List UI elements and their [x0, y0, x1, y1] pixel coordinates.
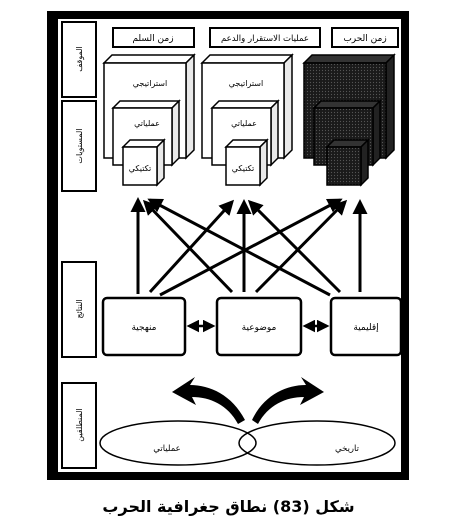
- figure-caption: شكل (83) نطاق جغرافية الحرب: [102, 497, 355, 516]
- row-label-column: [61, 21, 97, 469]
- outcome-label-thematic: موضوعية: [242, 323, 277, 333]
- peace-tactical-label: تكتيكي: [129, 164, 152, 173]
- peace-operational-label: عملياتي: [134, 119, 160, 128]
- dimension-label-historical: تاريخي: [335, 444, 360, 454]
- outcome-box-regional: [329, 296, 403, 357]
- row-label-dimensions: المنطلقين: [75, 408, 84, 441]
- stability-operational-label: عملياتي: [231, 119, 257, 128]
- dimension-ellipse-operational: [99, 420, 257, 466]
- context-label-peace: زمن السلم: [132, 34, 173, 44]
- outcome-label-regional: إقليمية: [353, 323, 378, 333]
- context-box-peace: [112, 27, 195, 48]
- dimension-label-operational: عملياتي: [153, 444, 180, 454]
- outcome-box-thematic: [215, 296, 303, 357]
- stability-strategic-label: استراتيجي: [229, 79, 263, 88]
- row-label-levels: المستويات: [75, 128, 84, 163]
- curved-arrows: [172, 377, 324, 424]
- stability-tactical-label: تكتيكي: [232, 164, 255, 173]
- nested-cubes-peace: [102, 53, 196, 187]
- row-label-outcomes: النتائج: [75, 299, 84, 318]
- arrows-outcomes-to-levels: [130, 197, 368, 297]
- context-box-stability: [209, 27, 321, 48]
- dimension-ellipse-historical: [238, 420, 396, 466]
- outcome-label-methodological: منهجية: [131, 323, 156, 333]
- outcome-box-methodological: [101, 296, 187, 357]
- row-label-settings: الموقف: [75, 46, 84, 72]
- peace-strategic-label: استراتيجي: [133, 79, 167, 88]
- context-label-stability: عمليات الاستقرار والدعم: [221, 34, 309, 44]
- nested-cubes-stability: [200, 53, 294, 187]
- context-box-war: [331, 27, 399, 48]
- context-label-war: زمن الحرب: [343, 34, 386, 44]
- nested-cubes-war: [302, 53, 396, 187]
